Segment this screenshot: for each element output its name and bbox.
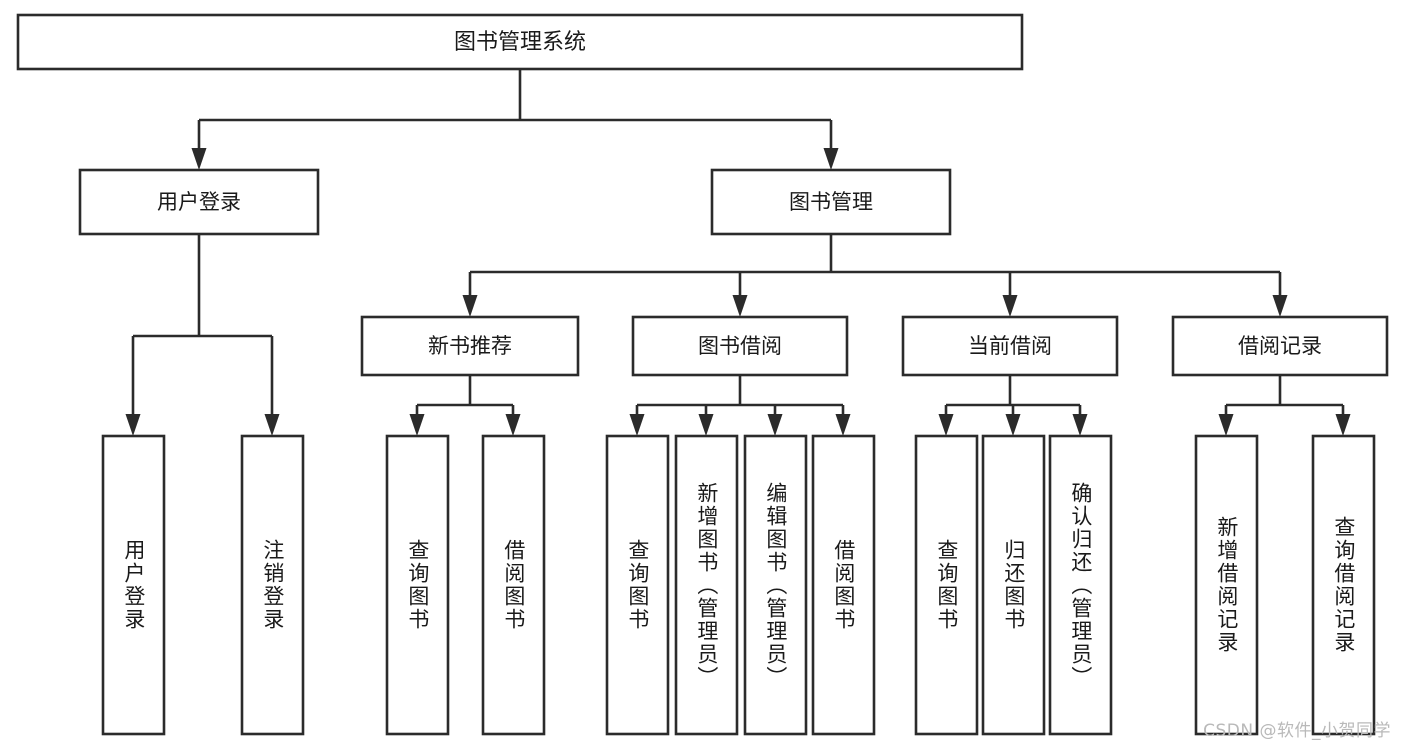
arrow-head-icon xyxy=(125,414,141,436)
node-label: 图书借阅 xyxy=(698,334,782,358)
node-box[interactable] xyxy=(16,13,1024,71)
node-level3[interactable]: 新书推荐 xyxy=(360,315,580,377)
arrow-head-icon xyxy=(1072,414,1088,436)
node-box[interactable] xyxy=(78,168,320,236)
node-box[interactable] xyxy=(101,434,166,736)
arrow-head-icon xyxy=(1005,414,1021,436)
node-box[interactable] xyxy=(240,434,305,736)
node-box[interactable] xyxy=(605,434,670,736)
connector-group xyxy=(191,69,839,170)
node-label: 图书管理系统 xyxy=(454,30,586,55)
node-level3[interactable]: 当前借阅 xyxy=(901,315,1119,377)
node-leaf[interactable] xyxy=(101,434,166,736)
arrow-head-icon xyxy=(1272,295,1288,317)
arrow-head-icon xyxy=(1335,414,1351,436)
arrow-head-icon xyxy=(1218,414,1234,436)
node-box[interactable] xyxy=(811,434,876,736)
connector-layer xyxy=(125,69,1351,436)
arrow-head-icon xyxy=(191,148,207,170)
node-box[interactable] xyxy=(1048,434,1113,736)
arrow-head-icon xyxy=(264,414,280,436)
node-leaf[interactable] xyxy=(811,434,876,736)
node-leaf[interactable] xyxy=(674,434,739,736)
node-leaf[interactable] xyxy=(1311,434,1376,736)
node-label: 借阅记录 xyxy=(1238,334,1322,358)
connector-group xyxy=(938,375,1088,436)
arrow-head-icon xyxy=(462,295,478,317)
node-box[interactable] xyxy=(981,434,1046,736)
node-label: 当前借阅 xyxy=(968,334,1052,358)
node-root[interactable]: 图书管理系统 xyxy=(16,13,1024,71)
node-box[interactable] xyxy=(631,315,849,377)
node-leaf[interactable] xyxy=(1194,434,1259,736)
node-leaf[interactable] xyxy=(605,434,670,736)
node-leaf[interactable] xyxy=(914,434,979,736)
node-label: 图书管理 xyxy=(789,190,873,214)
node-leaf[interactable] xyxy=(743,434,808,736)
node-box[interactable] xyxy=(1171,315,1389,377)
watermark: CSDN @软件_小贺同学 xyxy=(1203,721,1391,741)
arrow-head-icon xyxy=(732,295,748,317)
arrow-head-icon xyxy=(505,414,521,436)
node-box[interactable] xyxy=(1194,434,1259,736)
node-label: 新书推荐 xyxy=(428,334,512,358)
node-leaf[interactable] xyxy=(240,434,305,736)
node-leaf[interactable] xyxy=(981,434,1046,736)
arrow-head-icon xyxy=(767,414,783,436)
node-level3[interactable]: 借阅记录 xyxy=(1171,315,1389,377)
connector-group xyxy=(125,234,280,436)
arrow-head-icon xyxy=(823,148,839,170)
node-box[interactable] xyxy=(481,434,546,736)
node-label: 用户登录 xyxy=(157,190,241,214)
connector-group xyxy=(462,234,1288,317)
node-leaf[interactable] xyxy=(481,434,546,736)
arrow-head-icon xyxy=(409,414,425,436)
node-level3[interactable]: 图书借阅 xyxy=(631,315,849,377)
node-box[interactable] xyxy=(674,434,739,736)
node-box[interactable] xyxy=(385,434,450,736)
node-box[interactable] xyxy=(914,434,979,736)
connector-group xyxy=(409,375,521,436)
arrow-head-icon xyxy=(938,414,954,436)
node-box[interactable] xyxy=(901,315,1119,377)
node-box[interactable] xyxy=(1311,434,1376,736)
node-level2[interactable]: 图书管理 xyxy=(710,168,952,236)
node-leaf[interactable] xyxy=(1048,434,1113,736)
arrow-head-icon xyxy=(698,414,714,436)
connector-group xyxy=(1218,375,1351,436)
node-level2[interactable]: 用户登录 xyxy=(78,168,320,236)
arrow-head-icon xyxy=(1002,295,1018,317)
node-box[interactable] xyxy=(743,434,808,736)
arrow-head-icon xyxy=(835,414,851,436)
node-leaf[interactable] xyxy=(385,434,450,736)
arrow-head-icon xyxy=(629,414,645,436)
connector-group xyxy=(629,375,851,436)
node-box[interactable] xyxy=(360,315,580,377)
node-box[interactable] xyxy=(710,168,952,236)
